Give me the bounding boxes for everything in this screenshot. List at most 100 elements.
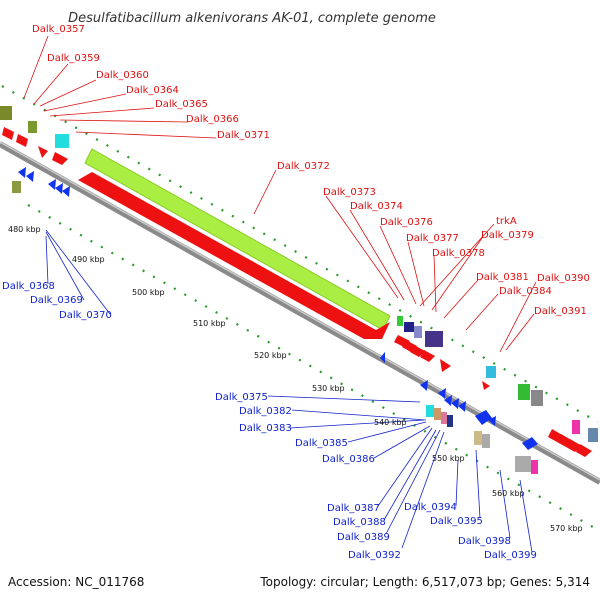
label-dalk-0391[interactable]: Dalk_0391 (534, 306, 587, 317)
label-dalk-0365[interactable]: Dalk_0365 (155, 99, 208, 110)
label-dalk-0387[interactable]: Dalk_0387 (327, 503, 380, 514)
map-title: Desulfatibacillum alkenivorans AK-01, co… (68, 11, 436, 26)
gene-arrow (48, 179, 56, 190)
feature-olive-1 (0, 106, 12, 120)
label-dalk-0377[interactable]: Dalk_0377 (406, 233, 459, 244)
tick-label: 550 kbp (432, 454, 465, 463)
label-dalk-0392[interactable]: Dalk_0392 (348, 550, 401, 561)
label-dalk-0389[interactable]: Dalk_0389 (337, 532, 390, 543)
label-dalk-0369[interactable]: Dalk_0369 (30, 295, 83, 306)
feature-magenta-1 (531, 460, 538, 474)
feature-purple-1 (425, 331, 443, 347)
leader-line (519, 479, 533, 553)
gene-arrow (52, 152, 68, 165)
feature-lavender-1 (414, 326, 422, 338)
gene-arrow (18, 167, 26, 178)
gene-arrow (458, 401, 466, 412)
label-dalk-0383[interactable]: Dalk_0383 (239, 423, 292, 434)
leader-line (465, 293, 499, 331)
label-dalk-0374[interactable]: Dalk_0374 (350, 201, 403, 212)
leader-line (431, 237, 483, 311)
gene-dalk-0372-red (78, 172, 390, 339)
label-dalk-0368[interactable]: Dalk_0368 (2, 281, 55, 292)
leader-line (433, 255, 437, 313)
gene-arrow (451, 398, 459, 409)
leader-line (45, 231, 85, 301)
tick-label: 520 kbp (254, 351, 287, 360)
leader-line (419, 223, 495, 307)
label-dalk-0364[interactable]: Dalk_0364 (126, 85, 179, 96)
feature-magenta-2 (572, 420, 580, 434)
label-dalk-0398[interactable]: Dalk_0398 (458, 536, 511, 547)
topology-text: Topology: circular; Length: 6,517,073 bp… (259, 575, 590, 589)
gene-arrow (420, 380, 428, 391)
leader-line (499, 281, 537, 353)
gene-arrow (438, 388, 446, 399)
gene-arrow (420, 350, 435, 362)
label-dalk-0378[interactable]: Dalk_0378 (432, 248, 485, 259)
feature-olive-3 (12, 181, 21, 193)
gene-arrow (16, 134, 28, 147)
leader-line (45, 229, 111, 315)
leader-line (289, 419, 425, 429)
gene-dalk-0372-green (84, 148, 391, 331)
gene-arrow (475, 410, 492, 425)
leader-line (39, 79, 97, 107)
feature-green-2 (518, 384, 530, 400)
label-dalk-0384[interactable]: Dalk_0384 (499, 286, 552, 297)
label-dalk-0370[interactable]: Dalk_0370 (59, 310, 112, 321)
feature-gray-1 (531, 390, 543, 406)
label-trkA[interactable]: trkA (496, 216, 517, 227)
outer-dot-line (1, 85, 599, 423)
label-dalk-0385[interactable]: Dalk_0385 (295, 438, 348, 449)
gene-arrow (522, 437, 538, 450)
reverse-leaders (45, 229, 533, 553)
leader-line (291, 409, 427, 421)
leader-line (443, 279, 479, 319)
label-dalk-0394[interactable]: Dalk_0394 (404, 502, 457, 513)
leader-line (407, 241, 425, 307)
feature-cyan-1 (55, 134, 69, 148)
feature-gray-2 (482, 434, 490, 448)
label-dalk-0388[interactable]: Dalk_0388 (333, 517, 386, 528)
label-dalk-0381[interactable]: Dalk_0381 (476, 272, 529, 283)
tick-label: 540 kbp (374, 418, 407, 427)
leader-line (267, 395, 421, 403)
tick-label: 500 kbp (132, 288, 165, 297)
feature-steel-1 (588, 428, 598, 442)
label-dalk-0372[interactable]: Dalk_0372 (277, 161, 330, 172)
tick-label: 490 kbp (72, 255, 105, 264)
leader-line (45, 235, 49, 285)
label-dalk-0395[interactable]: Dalk_0395 (430, 516, 483, 527)
feature-navy-1 (404, 322, 414, 332)
accession-text: Accession: NC_011768 (8, 575, 144, 589)
label-dalk-0376[interactable]: Dalk_0376 (380, 217, 433, 228)
feature-boxes (0, 106, 598, 474)
feature-cyan-2 (486, 366, 496, 378)
label-dalk-0359[interactable]: Dalk_0359 (47, 53, 100, 64)
feature-olive-2 (28, 121, 37, 133)
tick-label: 510 kbp (193, 319, 226, 328)
label-dalk-0366[interactable]: Dalk_0366 (186, 114, 239, 125)
gene-arrow (576, 444, 592, 457)
label-dalk-0357[interactable]: Dalk_0357 (32, 24, 85, 35)
label-dalk-0379[interactable]: Dalk_0379 (481, 230, 534, 241)
label-dalk-0371[interactable]: Dalk_0371 (217, 130, 270, 141)
label-dalk-0382[interactable]: Dalk_0382 (239, 406, 292, 417)
leader-line (325, 195, 399, 299)
gene-arrow (380, 352, 385, 363)
label-dalk-0399[interactable]: Dalk_0399 (484, 550, 537, 561)
label-dalk-0386[interactable]: Dalk_0386 (322, 454, 375, 465)
label-dalk-0373[interactable]: Dalk_0373 (323, 187, 376, 198)
backbone (0, 141, 600, 485)
leader-line (505, 313, 535, 351)
leader-line (377, 427, 433, 507)
leader-line (475, 449, 481, 519)
ruler-dots (1, 85, 599, 531)
label-dalk-0390[interactable]: Dalk_0390 (537, 273, 590, 284)
backbone-line (0, 141, 600, 485)
forward-labels: Dalk_0357 Dalk_0359 Dalk_0360 Dalk_0364 … (32, 24, 590, 317)
label-dalk-0360[interactable]: Dalk_0360 (96, 70, 149, 81)
label-dalk-0375[interactable]: Dalk_0375 (215, 392, 268, 403)
